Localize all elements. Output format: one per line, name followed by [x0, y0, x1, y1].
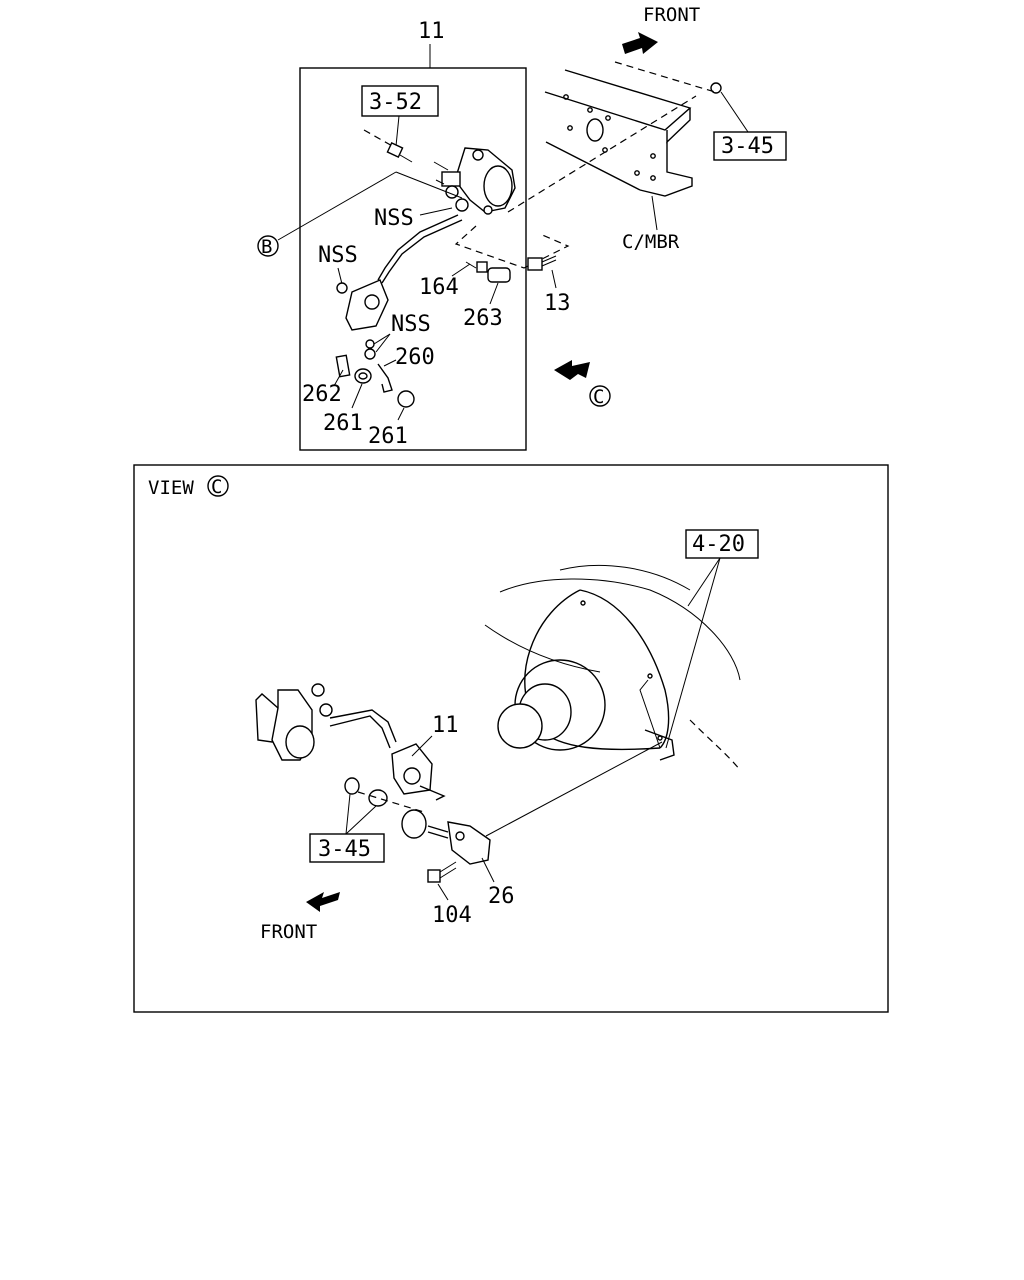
mount-axis-dashed: [507, 95, 697, 213]
part-261a: [354, 368, 372, 384]
view-title-callout: C: [211, 476, 222, 498]
nss-label-1: NSS: [374, 206, 414, 231]
front-label-view: FRONT: [260, 921, 317, 943]
nut-top-right: [710, 82, 722, 94]
ref-3-45-top-leader: [720, 91, 749, 133]
ref-4-20-label: 4-20: [692, 532, 745, 557]
callout-c-label: C: [593, 386, 604, 408]
label-26: 26: [488, 884, 515, 909]
mount-axis-view-2: [485, 741, 663, 837]
part-261b: [397, 390, 415, 408]
washer-view: [368, 789, 388, 807]
front-arrow-top: [622, 32, 658, 54]
callout-b-leader-2: [395, 171, 463, 199]
view-title: VIEW: [148, 477, 194, 499]
label-104: 104: [432, 903, 472, 928]
lower-link-bracket: [336, 279, 389, 331]
part-262: [335, 354, 351, 378]
ref-4-20-leader-1: [687, 557, 721, 607]
ref-3-45-view-label: 3-45: [318, 837, 371, 862]
leader-261b: [397, 407, 405, 421]
view-c-frame: [133, 464, 889, 1013]
bolt-104: [427, 861, 457, 883]
callout-b-label: B: [261, 236, 272, 258]
front-arrow-view: [306, 892, 340, 912]
view-title-callout-circle: [207, 475, 229, 497]
bolt-axis-dashed: [363, 129, 395, 148]
leader-263: [489, 282, 499, 305]
link-end-view: [401, 809, 427, 839]
label-260: 260: [395, 345, 435, 370]
ref-4-20-leader-2: [665, 557, 721, 749]
ref-3-45-view-leader-2: [345, 805, 377, 835]
nut-view: [344, 777, 360, 795]
leader-262: [333, 369, 344, 387]
label-261b: 261: [368, 424, 408, 449]
callout-b-leader-1: [277, 171, 397, 241]
bracket-26: [427, 821, 491, 865]
cross-member: [544, 61, 716, 197]
ref-3-45-top-box: [713, 131, 787, 161]
leader-164: [451, 263, 471, 277]
callout-b-circle: [257, 235, 279, 257]
label-261a: 261: [323, 411, 363, 436]
link-rod: [377, 214, 459, 281]
ref-4-20-box: [685, 529, 759, 559]
mount-axis-view-1: [357, 791, 425, 813]
label-11-view: 11: [432, 713, 459, 738]
leader-260: [383, 359, 397, 367]
leader-26: [481, 857, 495, 883]
nss-label-2: NSS: [318, 243, 358, 268]
label-13: 13: [544, 291, 571, 316]
leveling-valve: [433, 147, 516, 215]
ref-3-52-label: 3-52: [369, 90, 422, 115]
label-262: 262: [302, 382, 342, 407]
nss-leader-1: [419, 207, 453, 216]
ref-3-45-view-box: [309, 833, 385, 863]
group-11-frame: [299, 67, 527, 451]
bolt-13: [527, 255, 557, 271]
label-11: 11: [418, 19, 445, 44]
leader-13: [551, 269, 557, 289]
view-c-arrow: [554, 360, 590, 380]
part-260: [377, 363, 393, 393]
bolt-3-52: [386, 142, 413, 163]
ref-3-45-top-label: 3-45: [721, 134, 774, 159]
valve-assembly-view: [255, 683, 446, 801]
label-263: 263: [463, 306, 503, 331]
label-164: 164: [419, 275, 459, 300]
nss-leader-3b: [375, 333, 391, 353]
fastener-callout-dashed: [454, 225, 570, 269]
cmbr-leader: [651, 195, 658, 231]
transmission-housing: [484, 564, 741, 771]
leader-11-view: [411, 735, 433, 757]
nut-nss-3b: [364, 348, 376, 360]
leader-261a: [351, 383, 363, 409]
leader-104: [437, 883, 449, 901]
nss-leader-3a: [373, 333, 391, 345]
ref-3-52-leader: [395, 115, 400, 147]
ref-3-52-box: [361, 85, 439, 117]
callout-c-circle: [589, 385, 611, 407]
nut-nss-3a: [365, 339, 375, 349]
cmbr-label: C/MBR: [622, 231, 680, 253]
ref-3-45-view-leader-1: [345, 793, 351, 835]
part-164: [465, 261, 488, 273]
nss-label-3: NSS: [391, 312, 431, 337]
nss-leader-2: [337, 267, 343, 285]
front-label-top: FRONT: [643, 4, 700, 26]
part-263: [487, 267, 511, 283]
